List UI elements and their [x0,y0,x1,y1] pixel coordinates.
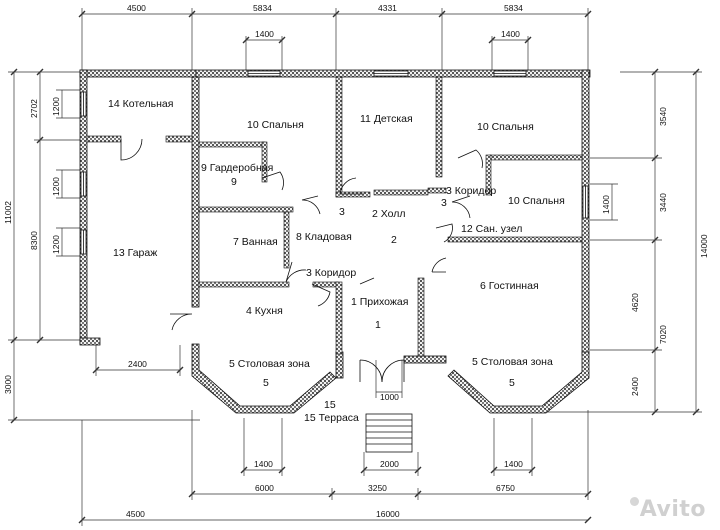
room-number-dining-left: 5 [263,377,269,389]
dim-bottom-16000: 16000 [376,509,400,519]
room-label-pantry: 8 Кладовая [296,231,352,243]
dim-left-3000: 3000 [3,375,13,394]
room-label-bedroom-2: 10 Спальня [477,121,534,133]
dim-right-4620: 4620 [630,293,640,312]
avito-logo-icon [629,497,639,506]
dim-right-2400: 2400 [630,377,640,396]
room-label-bedroom-3: 10 Спальня [508,195,565,207]
dim-bottom-3250: 3250 [368,483,387,493]
dim-right-3440: 3440 [658,193,668,212]
dim-bottom-6750: 6750 [496,483,515,493]
room-labels: 14 Котельная 10 Спальня 11 Детская 10 Сп… [108,98,565,424]
dim-left-11002: 11002 [3,201,13,224]
avito-watermark: Avito [629,497,706,522]
room-label-kitchen: 4 Кухня [246,305,283,317]
room-label-wardrobe: 9 Гардеробная [201,162,273,174]
dim-door-1000: 1000 [380,392,399,402]
room-label-dining-right: 5 Столовая зона [472,356,553,368]
dim-left-w3: 1200 [51,235,61,254]
dimension-labels: 4500 5834 4331 5834 1400 1400 2702 8300 … [3,3,709,519]
dim-left-w2: 1200 [51,177,61,196]
room-label-wc: 12 Сан. узел [461,223,522,235]
dim-left-w1: 1200 [51,97,61,116]
room-label-bathroom: 7 Ванная [233,236,278,248]
dim-right-7020: 7020 [658,325,668,344]
dim-top-2: 5834 [253,3,272,13]
door-swings [120,138,483,383]
dim-right-14000: 14000 [699,234,709,258]
dim-window-1: 1400 [255,29,274,39]
room-label-corridor-c: 3 Коридор [306,267,356,279]
room-number-dining-right: 5 [509,377,515,389]
dim-right-window: 1400 [601,195,611,214]
room-label-living: 6 Гостинная [480,280,539,292]
dim-bottom-w2: 2000 [380,459,399,469]
room-number-corridor-b: 3 [441,197,447,209]
room-label-corridor-b: 3 Коридор [446,185,496,197]
room-number-wardrobe: 9 [231,176,237,188]
room-number-corridor-a: 3 [339,206,345,218]
dim-top-3: 4331 [378,3,397,13]
dim-bottom-4500: 4500 [126,509,145,519]
dim-left-2702: 2702 [29,99,39,118]
dim-top-4: 5834 [504,3,523,13]
dim-bottom-w3: 1400 [504,459,523,469]
terrace-stairs [365,413,413,453]
dim-garage-door: 2400 [128,359,147,369]
dimension-lines [8,8,702,526]
room-number-terrace: 15 [324,399,336,411]
room-label-garage: 13 Гараж [113,247,157,259]
dim-bottom-w1: 1400 [254,459,273,469]
dim-left-8300: 8300 [29,231,39,250]
dim-window-2: 1400 [501,29,520,39]
room-label-entrance: 1 Прихожая [351,296,408,308]
interior-walls [86,76,583,357]
room-label-kids: 11 Детская [360,113,413,125]
room-label-bedroom-1: 10 Спальня [247,119,304,131]
room-label-boiler: 14 Котельная [108,98,173,110]
room-number-entrance: 1 [375,319,381,331]
room-label-hall: 2 Холл [372,208,406,220]
dim-bottom-6000: 6000 [255,483,274,493]
room-label-terrace: 15 Терраса [304,412,359,424]
room-number-hall: 2 [391,234,397,246]
windows [80,70,589,255]
dim-top-1: 4500 [127,3,146,13]
room-label-dining-left: 5 Столовая зона [229,358,310,370]
avito-watermark-text: Avito [639,497,706,522]
dim-right-3540: 3540 [658,107,668,126]
